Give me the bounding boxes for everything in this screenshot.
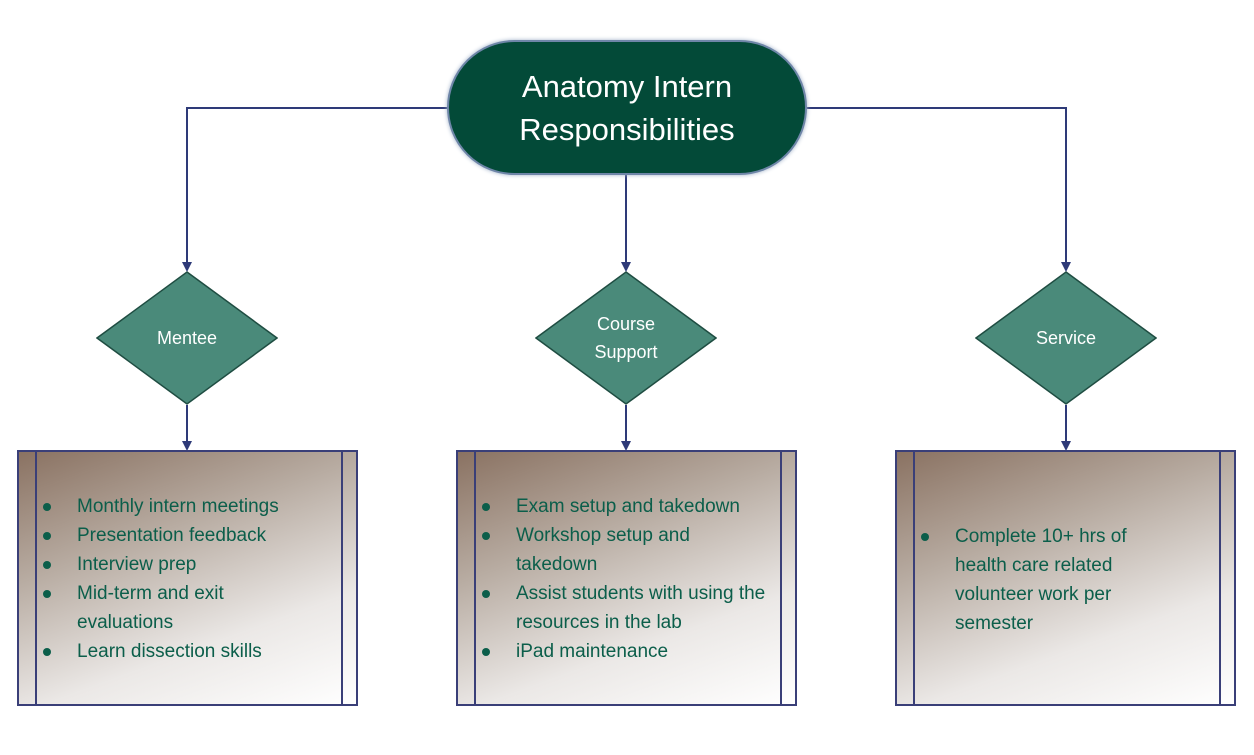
list-item: iPad maintenance bbox=[476, 637, 785, 666]
box-rule-left bbox=[474, 452, 476, 704]
bullet-icon bbox=[921, 533, 929, 541]
bullet-icon bbox=[482, 503, 490, 511]
decision-service: Service bbox=[975, 271, 1157, 405]
list-item: Presentation feedback bbox=[37, 521, 336, 550]
bullet-icon bbox=[482, 532, 490, 540]
connector-service bbox=[807, 107, 1071, 272]
list-item: Workshop setup and takedown bbox=[476, 521, 716, 579]
service-list: Complete 10+ hrs of health care related … bbox=[915, 522, 1214, 638]
course-support-label-1: Course bbox=[596, 314, 656, 334]
bullet-icon bbox=[482, 590, 490, 598]
decision-mentee: Mentee bbox=[96, 271, 278, 405]
service-label: Service bbox=[1035, 328, 1097, 348]
box-rule-left bbox=[35, 452, 37, 704]
bullet-icon bbox=[43, 561, 51, 569]
title-node: Anatomy Intern Responsibilities bbox=[447, 40, 807, 175]
list-item: Monthly intern meetings bbox=[37, 492, 336, 521]
box-rule-right bbox=[1219, 452, 1221, 704]
box-rule-right bbox=[341, 452, 343, 704]
list-item: Complete 10+ hrs of health care related … bbox=[915, 522, 1155, 638]
bullet-icon bbox=[43, 532, 51, 540]
list-item: Learn dissection skills bbox=[37, 637, 336, 666]
connector-mentee bbox=[182, 107, 447, 272]
service-box: Complete 10+ hrs of health care related … bbox=[895, 450, 1236, 706]
course-support-label-2: Support bbox=[594, 342, 658, 362]
list-item: Assist students with using the resources… bbox=[476, 579, 786, 637]
course-support-list: Exam setup and takedown Workshop setup a… bbox=[476, 492, 785, 666]
bullet-icon bbox=[43, 503, 51, 511]
mentee-label: Mentee bbox=[156, 328, 218, 348]
bullet-icon bbox=[43, 648, 51, 656]
bullet-icon bbox=[482, 648, 490, 656]
box-rule-left bbox=[913, 452, 915, 704]
box-rule-right bbox=[780, 452, 782, 704]
course-support-box: Exam setup and takedown Workshop setup a… bbox=[456, 450, 797, 706]
list-item: Exam setup and takedown bbox=[476, 492, 785, 521]
mentee-box: Monthly intern meetings Presentation fee… bbox=[17, 450, 358, 706]
list-item: Interview prep bbox=[37, 550, 336, 579]
list-item: Mid-term and exit evaluations bbox=[37, 579, 257, 637]
mentee-list: Monthly intern meetings Presentation fee… bbox=[37, 492, 336, 666]
title-line-1: Anatomy Intern bbox=[521, 68, 733, 104]
title-line-2: Responsibilities bbox=[519, 111, 735, 147]
bullet-icon bbox=[43, 590, 51, 598]
